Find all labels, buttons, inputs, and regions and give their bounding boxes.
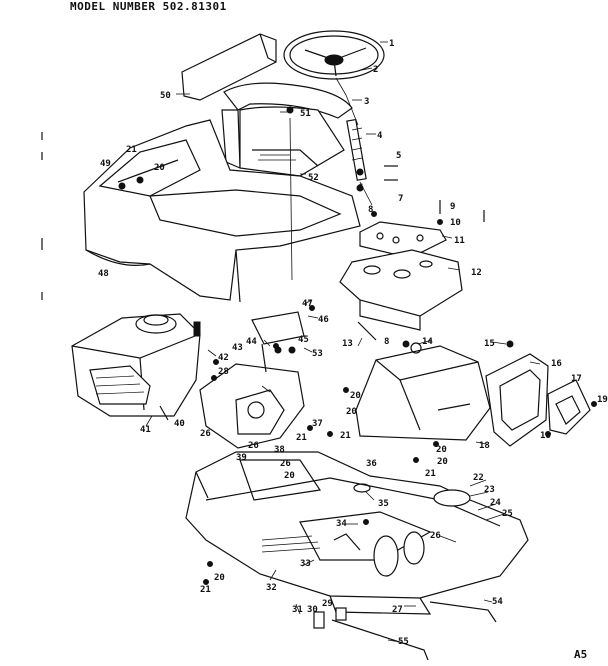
callout-21-right: 21: [425, 469, 436, 479]
callout-1: 1: [389, 39, 394, 49]
callout-labels: 1 2 3 4 5 6 7 8 9 10 11 12 13 8 14 15 16…: [98, 39, 608, 647]
callout-46: 46: [318, 315, 329, 325]
callout-13: 13: [342, 339, 353, 349]
callout-3: 3: [364, 97, 369, 107]
callout-35: 35: [378, 499, 389, 509]
callout-36: 36: [366, 459, 377, 469]
callout-2: 2: [373, 65, 378, 75]
callout-55: 55: [398, 637, 409, 647]
callout-10: 10: [450, 218, 461, 228]
callout-8-top: 8: [368, 205, 373, 215]
callout-21-mid: 21: [340, 431, 351, 441]
callout-44: 44: [246, 337, 257, 347]
callout-42: 42: [218, 353, 229, 363]
callout-26-d: 26: [248, 441, 259, 451]
callout-20-shroud-b: 20: [350, 391, 361, 401]
callout-33: 33: [300, 559, 311, 569]
chassis-frame: [185, 451, 529, 615]
callout-29: 29: [322, 599, 333, 609]
callout-21-left: 21: [200, 585, 211, 595]
callout-54: 54: [492, 597, 503, 607]
callout-27: 27: [392, 605, 403, 615]
callout-49: 49: [100, 159, 111, 169]
callout-18-right: 18: [540, 431, 551, 441]
callout-30: 30: [307, 605, 318, 615]
callout-19: 19: [597, 395, 608, 405]
model-number-header: MODEL NUMBER 502.81301: [70, 0, 227, 13]
callout-24: 24: [490, 498, 501, 508]
hardware: [203, 106, 597, 585]
callout-20-right: 20: [437, 457, 448, 467]
callout-21-body: 21: [126, 145, 137, 155]
callout-23: 23: [484, 485, 495, 495]
callout-26-chassis: 26: [430, 531, 441, 541]
body-shell: [83, 119, 361, 303]
callout-32: 32: [266, 583, 277, 593]
callout-52: 52: [308, 173, 319, 183]
margin-marks: [41, 132, 485, 300]
callout-38: 38: [274, 445, 285, 455]
callout-28: 28: [218, 367, 229, 377]
callout-6: 6: [358, 183, 363, 193]
callout-20-body: 20: [154, 163, 165, 173]
callout-16: 16: [551, 359, 562, 369]
callout-48: 48: [98, 269, 109, 279]
callout-17: 17: [571, 374, 582, 384]
transmission-bracket: [199, 311, 305, 449]
callout-12: 12: [471, 268, 482, 278]
callout-14: 14: [422, 337, 433, 347]
callout-34: 34: [336, 519, 347, 529]
callout-47: 47: [302, 299, 313, 309]
callout-40: 40: [174, 419, 185, 429]
callout-20-low: 20: [284, 471, 295, 481]
callout-11: 11: [454, 236, 465, 246]
callout-43: 43: [232, 343, 243, 353]
callout-25: 25: [502, 509, 513, 519]
engine: [71, 313, 201, 421]
callout-9: 9: [450, 202, 455, 212]
callout-20-left: 20: [214, 573, 225, 583]
callout-18-shroud: 18: [479, 441, 490, 451]
callout-20-shroud: 20: [346, 407, 357, 417]
callout-22: 22: [473, 473, 484, 483]
seat-assembly: [181, 33, 353, 177]
callout-45: 45: [298, 335, 309, 345]
callout-15: 15: [484, 339, 495, 349]
callout-31: 31: [292, 605, 303, 615]
callout-5: 5: [396, 151, 401, 161]
callout-20-c: 20: [436, 445, 447, 455]
grille-pieces: [485, 353, 591, 447]
callout-8-mid: 8: [384, 337, 389, 347]
leader-lines: [145, 41, 541, 643]
rear-shroud: [355, 342, 491, 441]
rods: [313, 601, 497, 661]
dash-panel: [339, 221, 463, 331]
callout-26-bracket: 26: [200, 429, 211, 439]
callout-26-low: 26: [280, 459, 291, 469]
callout-21-low: 21: [296, 433, 307, 443]
callout-7: 7: [398, 194, 403, 204]
callout-39: 39: [236, 453, 247, 463]
callout-37: 37: [312, 419, 323, 429]
page-code: A5: [574, 648, 588, 661]
callout-51: 51: [300, 109, 311, 119]
callout-4: 4: [377, 131, 383, 141]
callout-50: 50: [160, 91, 171, 101]
callout-53: 53: [312, 349, 323, 359]
callout-41: 41: [140, 425, 151, 435]
steering-wheel: [283, 30, 385, 206]
